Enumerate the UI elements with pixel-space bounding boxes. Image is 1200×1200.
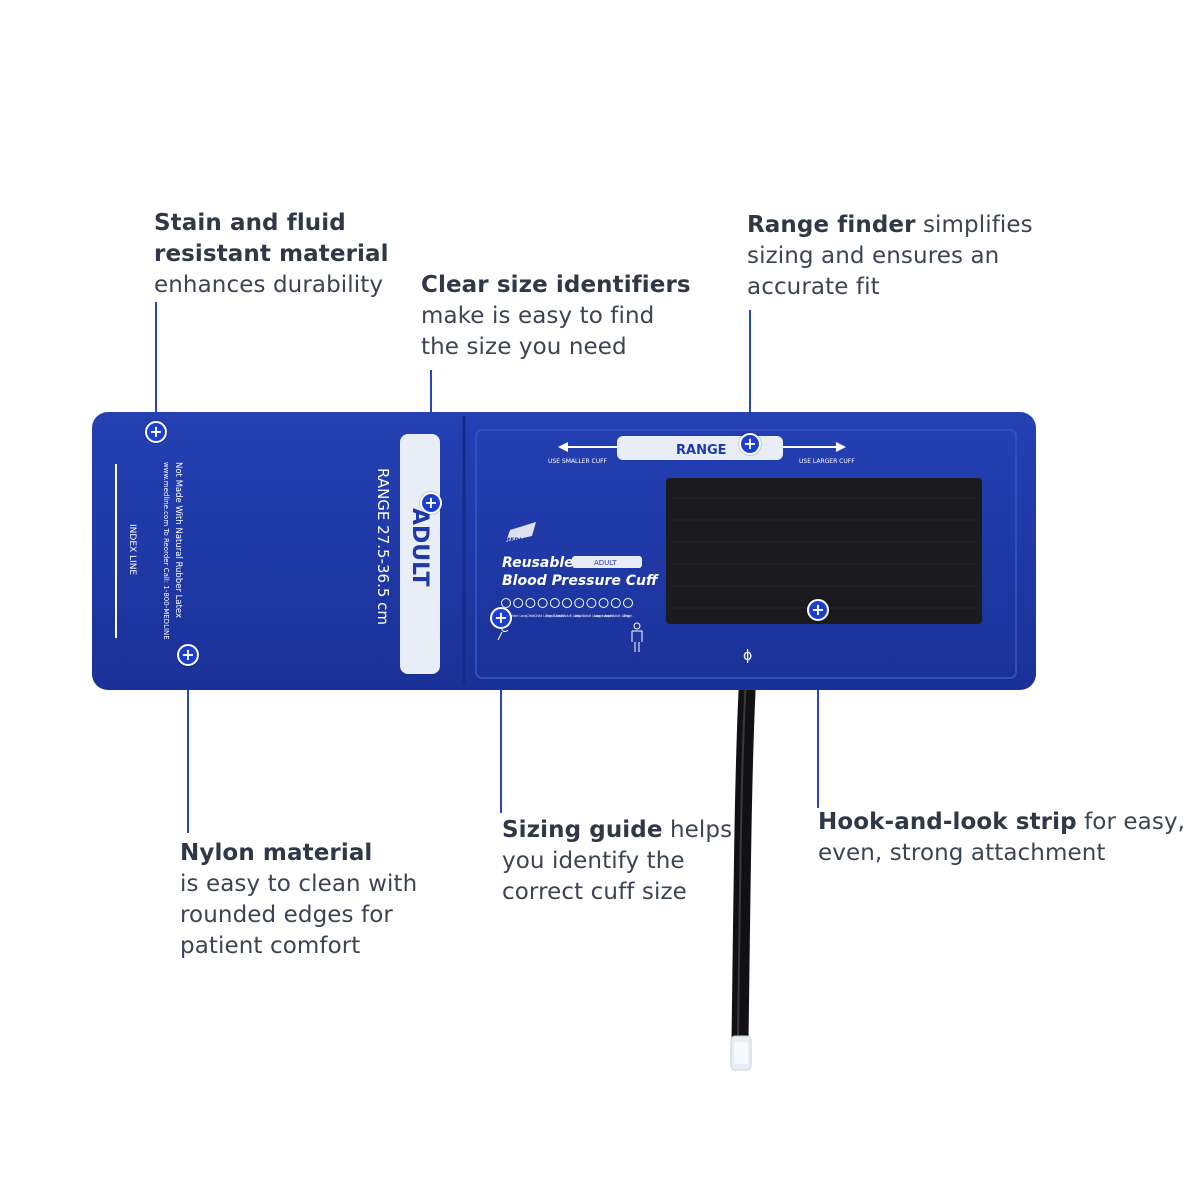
size-label: Adult	[575, 614, 584, 618]
size-circle	[549, 598, 560, 608]
velcro-strip	[666, 478, 982, 624]
callout-body: rounded edges for	[180, 902, 393, 928]
medline-logo: MEDLINE	[504, 522, 536, 544]
use-smaller-text: USE SMALLER CUFF	[548, 458, 608, 465]
callout-title: Range finder	[747, 212, 916, 238]
plus-hotspot-icon[interactable]: +	[490, 607, 512, 629]
callout-title: Hook-and-look strip	[818, 809, 1077, 835]
callout-body: helps	[662, 817, 733, 843]
size-circle	[623, 598, 633, 608]
leader-line-nylon	[187, 655, 189, 833]
leader-line-hook	[817, 612, 819, 808]
leader-line-range	[749, 310, 751, 444]
product-badge: ADULT	[594, 559, 617, 567]
size-label: Large Adult	[594, 614, 613, 618]
leader-line-stain	[155, 302, 157, 432]
callout-body: simplifies	[915, 212, 1033, 238]
size-circle	[610, 598, 621, 608]
index-line-text: INDEX LINE	[127, 524, 137, 575]
plus-hotspot-icon[interactable]: +	[145, 421, 167, 443]
size-label: Infant Long	[509, 614, 527, 618]
range-text: RANGE 27.5-36.5 cm	[374, 468, 392, 625]
size-circle	[574, 598, 585, 608]
callout-range-finder: Range finder simplifies sizing and ensur…	[747, 210, 1033, 303]
plus-hotspot-icon[interactable]: +	[177, 644, 199, 666]
callout-body: sizing and ensures an	[747, 243, 1000, 269]
callout-body: patient comfort	[180, 933, 361, 959]
adult-figure-icon	[631, 622, 643, 652]
plus-hotspot-icon[interactable]: +	[807, 599, 829, 621]
size-circle	[562, 598, 572, 608]
size-label-text: ADULT	[407, 508, 432, 587]
callout-title: Stain and fluid	[154, 210, 346, 236]
latex-notice-text: Not Made With Natural Rubber Latex	[173, 462, 183, 618]
callout-clear-size: Clear size identifiers make is easy to f…	[421, 270, 691, 363]
callout-sizing-guide: Sizing guide helps you identify the corr…	[502, 815, 732, 908]
callout-body: even, strong attachment	[818, 840, 1106, 866]
size-label: Small Adult	[546, 614, 565, 618]
callout-title: Nylon material	[180, 840, 373, 866]
callout-title: Sizing guide	[502, 817, 663, 843]
size-circle	[525, 598, 536, 608]
size-label: Child Long	[534, 614, 551, 618]
callout-title: resistant material	[154, 241, 389, 267]
size-label: Adult Long	[583, 614, 600, 618]
blood-pressure-cuff: INDEX LINE Not Made With Natural Rubber …	[92, 412, 1036, 690]
callout-title: Clear size identifiers	[421, 272, 691, 298]
callout-body: enhances durability	[154, 272, 384, 298]
callout-nylon: Nylon material is easy to clean with rou…	[180, 838, 417, 962]
cuff-body: INDEX LINE Not Made With Natural Rubber …	[92, 412, 1036, 690]
size-label: Small Adult Long	[554, 614, 581, 618]
callout-stain-resistant: Stain and fluid resistant material enhan…	[154, 208, 389, 301]
artery-symbol: ϕ	[743, 648, 752, 664]
size-label: Child	[526, 614, 534, 618]
size-label: Thigh	[623, 614, 633, 618]
plus-hotspot-icon[interactable]: +	[420, 492, 442, 514]
callout-hook-strip: Hook-and-look strip for easy, even, stro…	[818, 807, 1185, 869]
product-line2: Blood Pressure Cuff	[502, 573, 659, 589]
svg-text:MEDLINE: MEDLINE	[504, 537, 535, 544]
callout-body: is easy to clean with	[180, 871, 418, 897]
size-circle	[513, 598, 524, 608]
size-label: Large Adult Long	[602, 614, 629, 618]
product-line1: Reusable	[502, 555, 574, 571]
callout-body: for easy,	[1076, 809, 1186, 835]
reorder-text: www.medline.com To Reorder Call: 1-800-M…	[162, 462, 170, 640]
plus-hotspot-icon[interactable]: +	[739, 433, 761, 455]
leader-line-sizing	[500, 618, 502, 813]
callout-body: make is easy to find	[421, 303, 655, 329]
callout-body: the size you need	[421, 334, 627, 360]
use-larger-text: USE LARGER CUFF	[799, 458, 855, 465]
size-circle	[598, 598, 609, 608]
size-circle	[537, 598, 548, 608]
size-circle	[586, 598, 597, 608]
callout-body: correct cuff size	[502, 879, 687, 905]
callout-body: you identify the	[502, 848, 685, 874]
callout-body: accurate fit	[747, 274, 880, 300]
range-finder-label: RANGE	[676, 443, 727, 458]
